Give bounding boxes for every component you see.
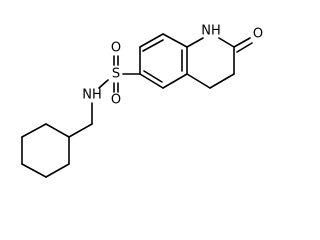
bond (209, 73, 235, 89)
atom-label-group: NH O S O O NH (82, 24, 263, 108)
bond (139, 33, 164, 48)
sulfonyl-oxygen-top-label: O (111, 41, 121, 56)
chemical-structure-diagram: NH O S O O NH (21, 24, 263, 178)
bond (186, 73, 211, 89)
bond (162, 33, 188, 48)
sulfonamide-nh-label: NH (82, 88, 102, 103)
bond (143, 70, 163, 83)
bond-group (21, 33, 253, 178)
bond (186, 37, 204, 48)
bond (21, 163, 47, 178)
sulfur-label: S (112, 67, 120, 82)
sulfonyl-oxygen-bottom-label: O (111, 93, 121, 108)
bond (21, 123, 47, 138)
bond (139, 73, 164, 89)
bond (45, 123, 70, 138)
bond (142, 39, 164, 52)
bond (162, 73, 188, 89)
bond (45, 163, 70, 178)
bond (218, 37, 235, 48)
bond (98, 79, 109, 89)
structure-canvas: NH O S O O NH (21, 23, 264, 178)
amide-nh-label: NH (201, 24, 221, 39)
bond (233, 37, 251, 48)
carbonyl-oxygen-label: O (253, 27, 263, 42)
bond (68, 123, 93, 138)
bond (236, 42, 253, 53)
